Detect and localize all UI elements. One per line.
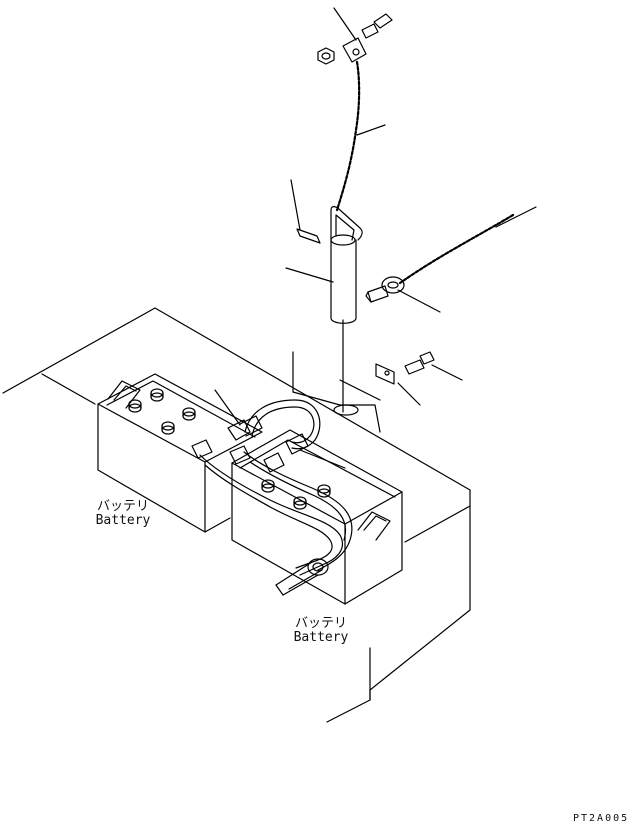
- hold-down-pin-assembly: [297, 207, 362, 415]
- battery-left-label-jp: バッテリ: [96, 499, 149, 514]
- battery-left: [98, 374, 262, 532]
- battery-right-label-jp: バッテリ: [294, 616, 347, 631]
- battery-right-label: バッテリ Battery: [286, 617, 356, 645]
- battery-cables: [192, 400, 352, 595]
- battery-left-label-en: Battery: [95, 513, 151, 528]
- lower-bracket-bolt: [376, 352, 434, 384]
- drawing-code: PT2A005: [573, 813, 630, 824]
- upper-chain-bracket: [318, 14, 392, 210]
- right-chain-eyebolt: [366, 215, 513, 302]
- battery-frame: [3, 308, 470, 722]
- battery-left-label: バッテリ Battery: [88, 500, 158, 528]
- battery-right-label-en: Battery: [293, 630, 349, 645]
- leader-lines: [215, 8, 536, 468]
- battery-right: [232, 430, 402, 604]
